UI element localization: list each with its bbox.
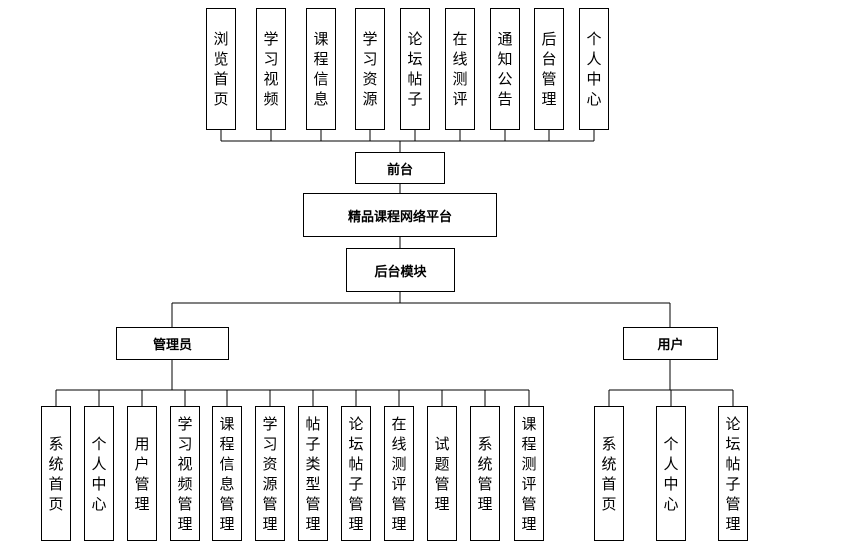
user-item-forum-post-management: 论坛帖子管理 [718,406,748,541]
admin-item-online-assessment-management: 在线测评管理 [384,406,414,541]
admin-item-personal-center: 个人中心 [84,406,114,541]
admin-item-course-info-management: 课程信息管理 [212,406,242,541]
admin-item-forum-post-management: 论坛帖子管理 [341,406,371,541]
admin-item-question-management: 试题管理 [427,406,457,541]
frontend-item-study-resources: 学习资源 [355,8,385,130]
admin-item-study-resource-management: 学习资源管理 [255,406,285,541]
frontend-item-study-video: 学习视频 [256,8,286,130]
frontend-item-notices: 通知公告 [490,8,520,130]
frontend-item-browse-home: 浏览首页 [206,8,236,130]
user-role-node: 用户 [623,327,718,360]
user-item-personal-center: 个人中心 [656,406,686,541]
frontend-node: 前台 [355,152,445,184]
frontend-item-course-info: 课程信息 [306,8,336,130]
admin-item-user-management: 用户管理 [127,406,157,541]
platform-root-node: 精品课程网络平台 [303,193,497,237]
admin-item-study-video-management: 学习视频管理 [170,406,200,541]
backend-module-node: 后台模块 [346,248,455,292]
admin-role-node: 管理员 [116,327,229,360]
user-item-system-home: 系统首页 [594,406,624,541]
admin-item-system-management: 系统管理 [470,406,500,541]
admin-item-post-type-management: 帖子类型管理 [298,406,328,541]
frontend-item-online-assessment: 在线测评 [445,8,475,130]
frontend-item-personal-center: 个人中心 [579,8,609,130]
frontend-item-forum-posts: 论坛帖子 [400,8,430,130]
frontend-item-backend-admin: 后台管理 [534,8,564,130]
admin-item-system-home: 系统首页 [41,406,71,541]
admin-item-course-assessment-management: 课程测评管理 [514,406,544,541]
